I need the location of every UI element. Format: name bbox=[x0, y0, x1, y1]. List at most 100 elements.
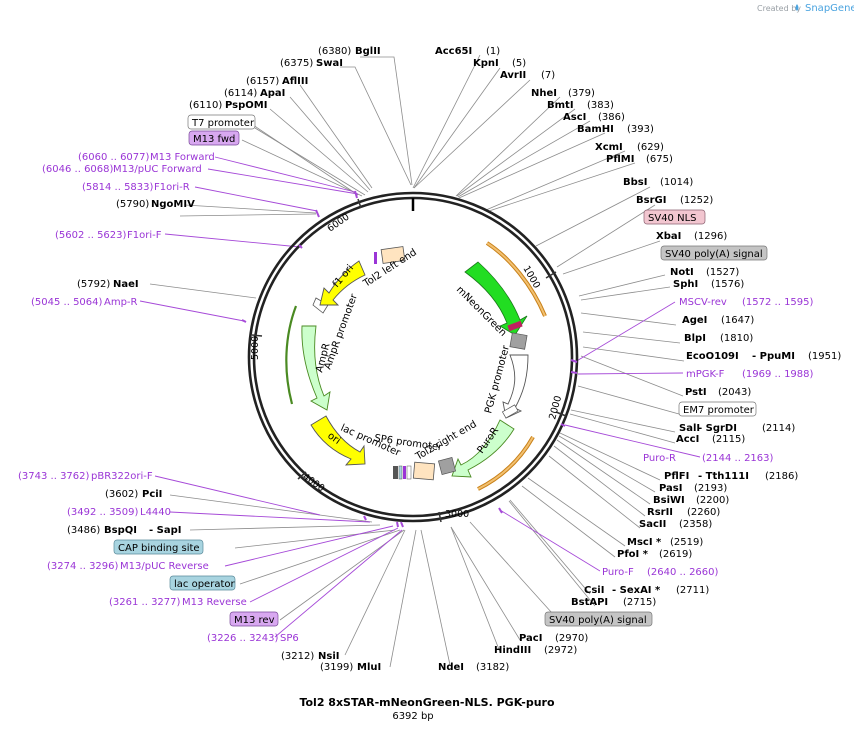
enzyme-psti[interactable]: PstI bbox=[685, 387, 707, 398]
enzyme-bsrgi[interactable]: BsrGI bbox=[636, 195, 666, 206]
pos-pfoi: (2619) bbox=[659, 549, 692, 560]
primer-m13-forward[interactable]: M13 Forward bbox=[150, 152, 215, 163]
enzyme-bstapi[interactable]: BstAPI bbox=[571, 597, 608, 608]
enzyme-hindiii[interactable]: HindIII bbox=[494, 645, 531, 656]
orange-arc-bottom-inner bbox=[477, 436, 534, 490]
enzyme-bbsi[interactable]: BbsI bbox=[623, 177, 647, 188]
primer-mscv-rev-range: (1572 .. 1595) bbox=[742, 297, 814, 308]
enzyme-pflfi[interactable]: PflFI bbox=[664, 471, 689, 482]
box-lac-operator[interactable]: lac operator bbox=[169, 575, 235, 591]
enzyme-sapi[interactable]: - SapI bbox=[149, 525, 181, 536]
primer-puro-r[interactable]: Puro-R bbox=[643, 453, 676, 464]
enzyme-acci[interactable]: AccI bbox=[676, 434, 699, 445]
feature-sp6-lac-blocks bbox=[393, 465, 412, 480]
enzyme-ppumi[interactable]: - PpuMI bbox=[752, 351, 795, 362]
enzyme-rsrii[interactable]: RsrII bbox=[647, 507, 673, 518]
enzyme-sacii[interactable]: SacII bbox=[639, 519, 666, 530]
enzyme-pfoi[interactable]: PfoI * bbox=[617, 549, 649, 560]
enzyme-csii[interactable]: CsiI bbox=[584, 585, 604, 596]
box-sv40-polya-bottom[interactable]: SV40 poly(A) signal bbox=[544, 611, 653, 627]
enzyme-agei[interactable]: AgeI bbox=[682, 315, 707, 326]
enzymes-top-right: Acc65I (1) KpnI (5) AvrII (7) NheI (379)… bbox=[435, 46, 713, 206]
enzyme-msci[interactable]: MscI * bbox=[627, 537, 662, 548]
enzyme-nsii[interactable]: NsiI bbox=[318, 651, 339, 662]
pos-naei: (5790) bbox=[116, 199, 149, 210]
primer-sp6[interactable]: SP6 bbox=[280, 633, 299, 644]
enzyme-paci[interactable]: PacI bbox=[519, 633, 542, 644]
enzymes-right-mid: XbaI (1296) bbox=[656, 231, 727, 242]
enzyme-acc65i[interactable]: Acc65I bbox=[435, 46, 472, 57]
enzyme-nhei[interactable]: NheI bbox=[531, 88, 557, 99]
pos-bsrgi: (1252) bbox=[680, 195, 713, 206]
pos-hindiii: (2972) bbox=[544, 645, 577, 656]
pos-bspqi: (3486) bbox=[67, 525, 100, 536]
enzyme-ndei[interactable]: NdeI bbox=[438, 662, 464, 673]
enzyme-sgrdi[interactable]: - SgrDI bbox=[698, 423, 737, 434]
primer-amp-r[interactable]: Amp-R bbox=[104, 297, 138, 308]
primer-pbr322[interactable]: pBR322ori-F bbox=[91, 471, 153, 482]
primer-mpgk-f-range: (1969 .. 1988) bbox=[742, 369, 814, 380]
primer-l4440[interactable]: L4440 bbox=[140, 507, 171, 518]
enzyme-blpi[interactable]: BlpI bbox=[684, 333, 706, 344]
enzyme-bmti[interactable]: BmtI bbox=[547, 100, 574, 111]
pos-sali: (2114) bbox=[762, 423, 795, 434]
enzyme-bsiwi[interactable]: BsiWI bbox=[653, 495, 685, 506]
primer-m13puc-rev[interactable]: M13/pUC Reverse bbox=[120, 561, 209, 572]
pos-apai: (6114) bbox=[224, 88, 257, 99]
enzyme-apai[interactable]: ApaI bbox=[260, 88, 285, 99]
enzyme-pasi[interactable]: PasI bbox=[659, 483, 682, 494]
box-em7-promoter[interactable]: EM7 promoter bbox=[678, 401, 757, 417]
enzyme-xbai[interactable]: XbaI bbox=[656, 231, 681, 242]
feature-gray-block-top bbox=[509, 332, 528, 350]
enzyme-noti[interactable]: NotI bbox=[670, 267, 694, 278]
enzyme-mlui[interactable]: MluI bbox=[357, 662, 381, 673]
feature-ampr-promoter bbox=[312, 297, 329, 314]
pos-xcmi: (629) bbox=[637, 142, 664, 153]
enzyme-afliii[interactable]: AflIII bbox=[282, 76, 308, 87]
enzyme-bglii[interactable]: BglII bbox=[355, 46, 381, 57]
pos-acc65i: (1) bbox=[486, 46, 500, 57]
enzyme-pcii[interactable]: PciI bbox=[142, 489, 162, 500]
primer-puro-f[interactable]: Puro-F bbox=[602, 567, 634, 578]
enzyme-xmni[interactable]: NaeI bbox=[113, 279, 139, 290]
enzyme-tth111i[interactable]: - Tth111I bbox=[698, 471, 749, 482]
primer-mscv-rev[interactable]: MSCV-rev bbox=[679, 297, 727, 308]
pos-nhei: (379) bbox=[568, 88, 595, 99]
enzyme-swai[interactable]: SwaI bbox=[316, 58, 343, 69]
box-sv40-nls[interactable]: SV40 NLS bbox=[643, 209, 706, 225]
enzyme-xcmi[interactable]: XcmI bbox=[595, 142, 623, 153]
leader-lines bbox=[149, 54, 685, 668]
enzyme-avrii[interactable]: AvrII bbox=[500, 70, 526, 81]
box-cap-binding-site[interactable]: CAP binding site bbox=[113, 539, 204, 555]
box-m13-rev[interactable]: M13 rev bbox=[229, 611, 279, 627]
tick-label-3000: 3000 bbox=[445, 509, 469, 520]
enzyme-pflmi[interactable]: PflMI bbox=[606, 154, 634, 165]
feature-puror bbox=[451, 419, 515, 478]
tick-label-5000: 5000 bbox=[250, 336, 261, 360]
enzyme-naei[interactable]: NgoMIV bbox=[151, 199, 195, 210]
box-sv40-polya-top[interactable]: SV40 poly(A) signal bbox=[660, 245, 768, 261]
enzyme-pspomi[interactable]: PspOMI bbox=[225, 100, 267, 111]
enzyme-sexai[interactable]: - SexAI * bbox=[612, 585, 661, 596]
box-m13-fwd[interactable]: M13 fwd bbox=[188, 130, 240, 146]
primer-m13-reverse[interactable]: M13 Reverse bbox=[182, 597, 247, 608]
primer-m13puc-forward[interactable]: M13/pUC Forward bbox=[113, 164, 202, 175]
feature-tol2-left bbox=[374, 246, 406, 264]
enzyme-bspqi[interactable]: BspQI bbox=[104, 525, 137, 536]
pos-bamhi: (393) bbox=[627, 124, 654, 135]
box-cap-binding-site-text: CAP binding site bbox=[118, 543, 200, 554]
primer-m13-forward-range: (6060 .. 6077) bbox=[78, 152, 150, 163]
primer-mpgk-f[interactable]: mPGK-F bbox=[686, 369, 725, 380]
pos-csii: (2711) bbox=[676, 585, 709, 596]
primer-f1ori-r[interactable]: F1ori-R bbox=[154, 182, 190, 193]
enzyme-sali[interactable]: SalI bbox=[679, 423, 700, 434]
enzyme-sphi[interactable]: SphI bbox=[673, 279, 698, 290]
primer-f1ori-f[interactable]: F1ori-F bbox=[127, 230, 162, 241]
pos-sphi: (1576) bbox=[711, 279, 744, 290]
enzyme-asci[interactable]: AscI bbox=[563, 112, 586, 123]
enzyme-bamhi[interactable]: BamHI bbox=[577, 124, 614, 135]
pos-pasi: (2193) bbox=[694, 483, 727, 494]
box-t7-promoter[interactable]: T7 promoter bbox=[187, 114, 256, 130]
enzyme-eco0109i[interactable]: EcoO109I bbox=[686, 351, 739, 362]
enzyme-kpni[interactable]: KpnI bbox=[473, 58, 499, 69]
